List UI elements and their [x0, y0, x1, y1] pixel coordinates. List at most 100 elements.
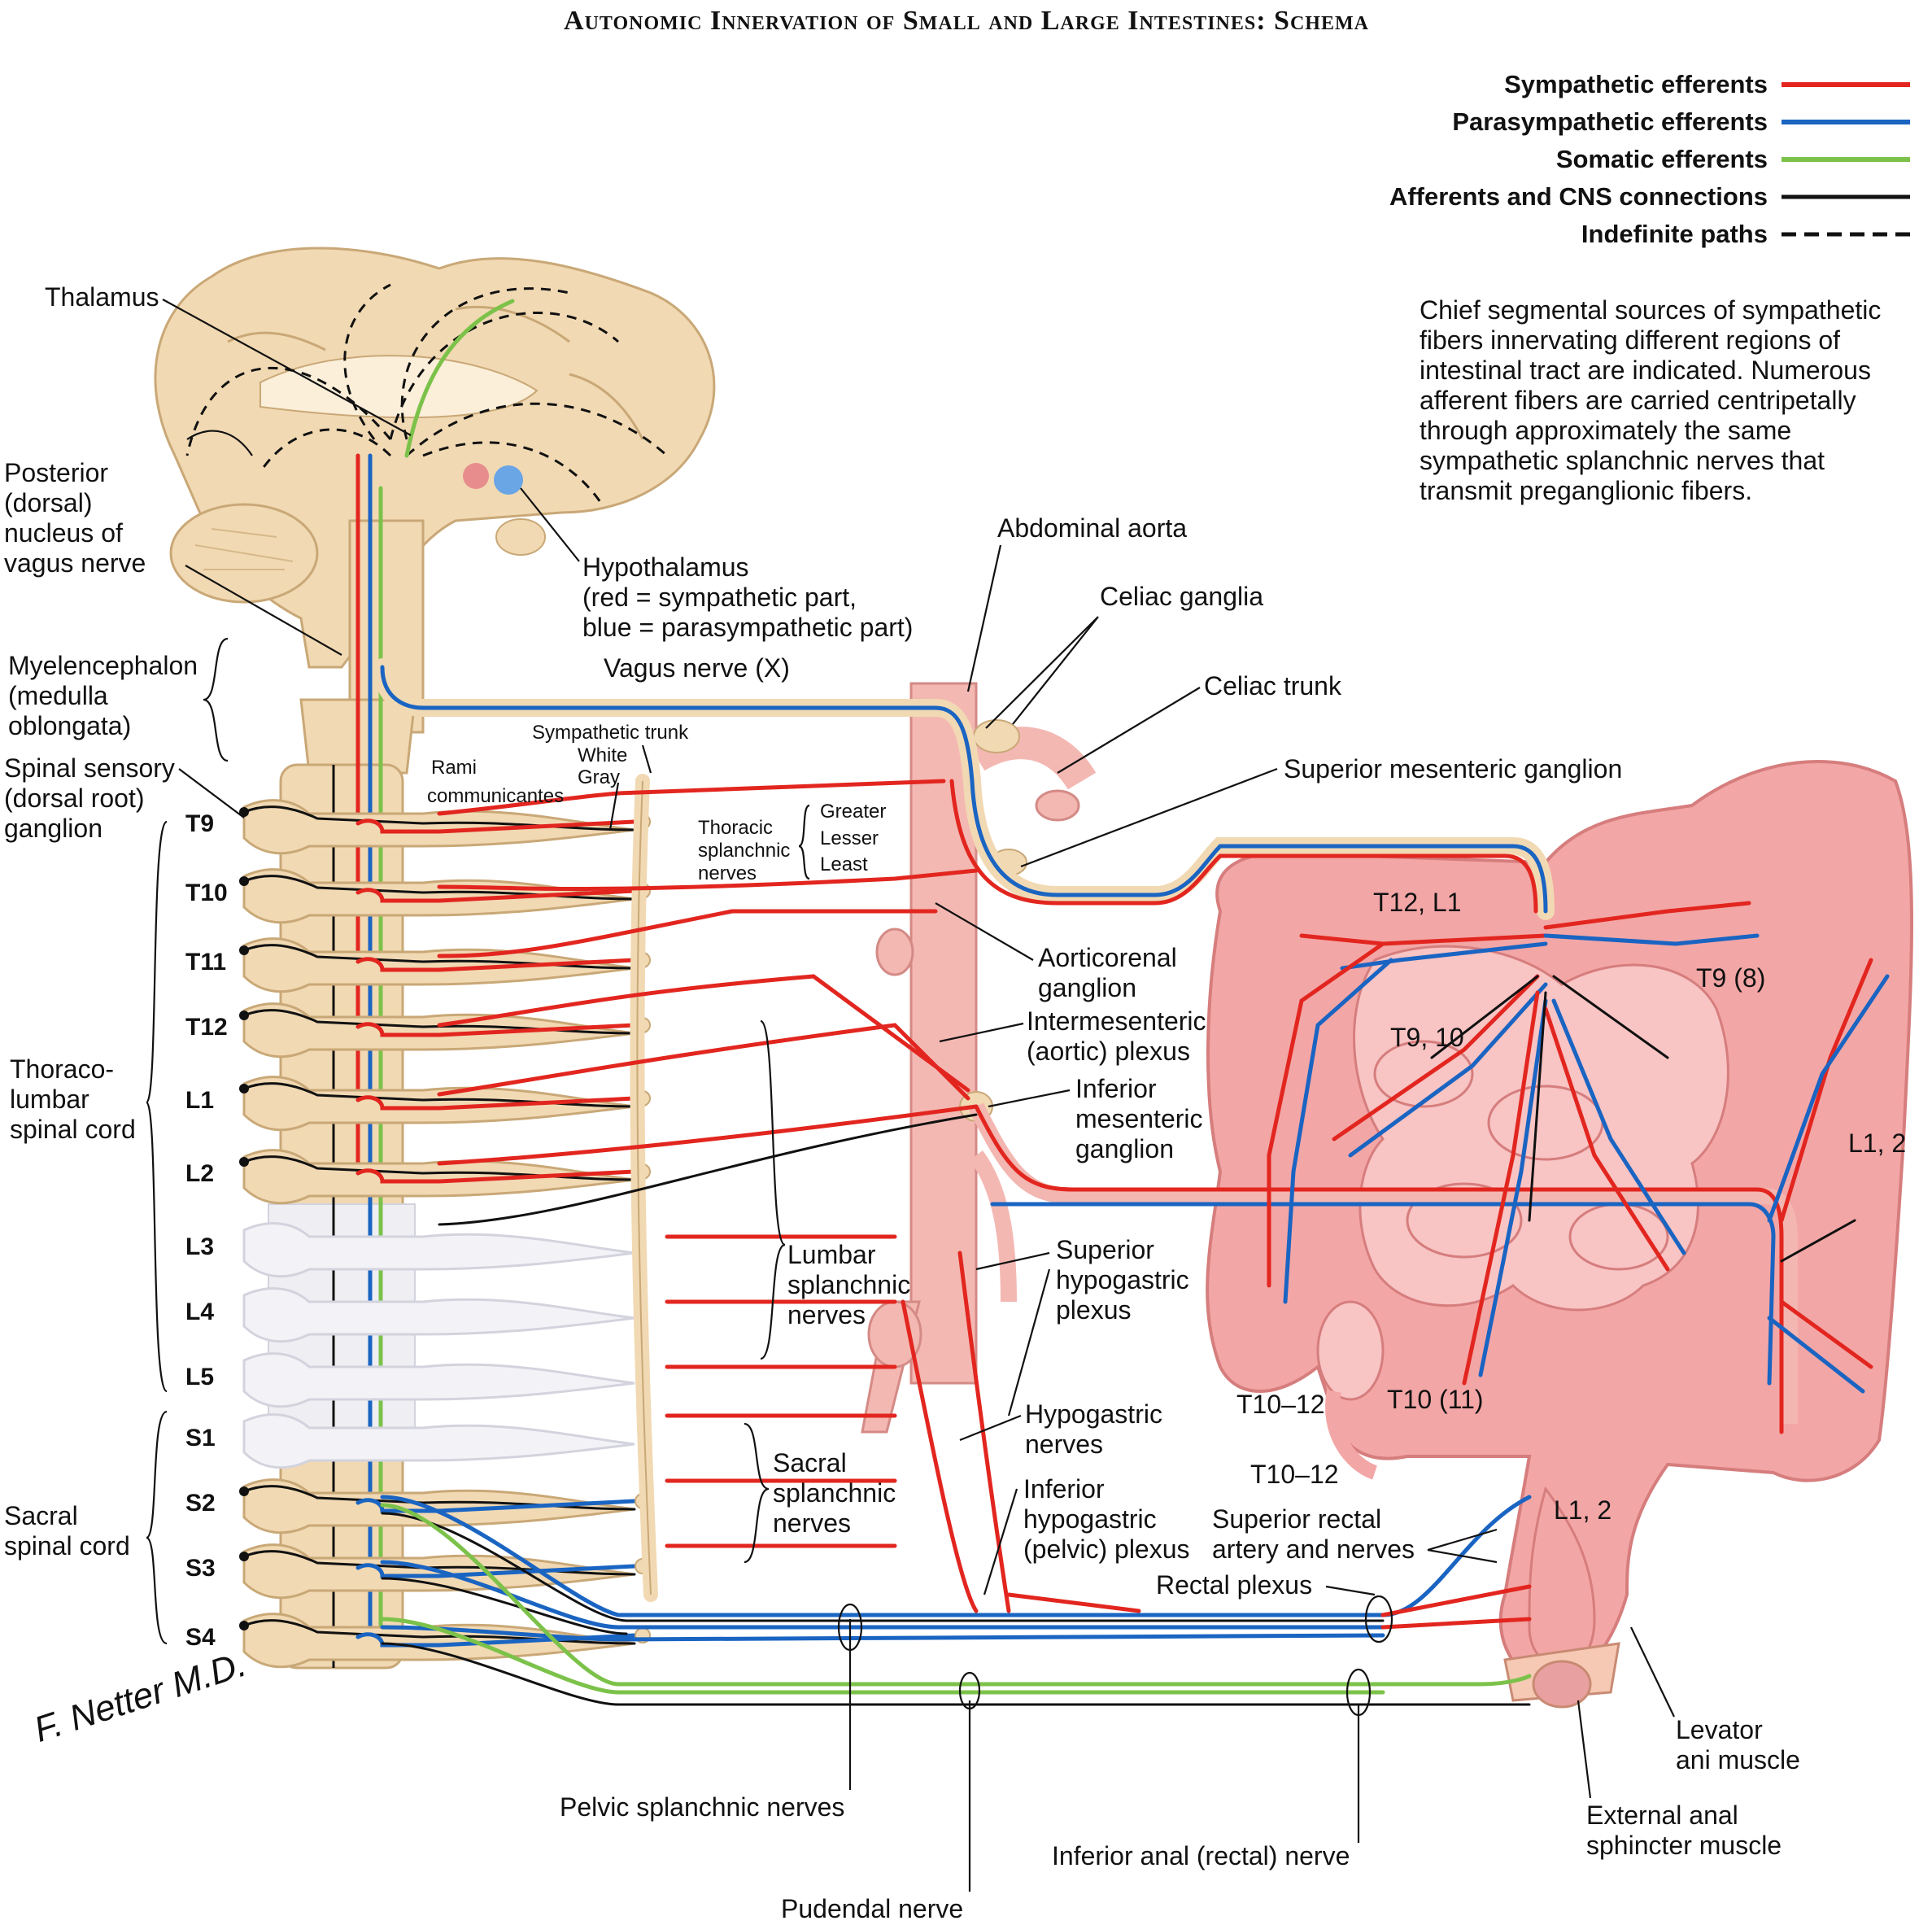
label-lumbar-splanchnic: Lumbar	[787, 1240, 876, 1269]
parasympathetic-efferent-s2	[355, 1498, 637, 1513]
inferior-mesenteric-parasympathetic	[990, 1202, 1776, 1386]
label-lumbar-splanchnic: splanchnic	[787, 1270, 910, 1299]
label-white-ramus: White	[578, 744, 627, 766]
label-superior-hypogastric: Superior	[1056, 1235, 1154, 1264]
left-labels: Thalamus Posterior (dorsal) nucleus of v…	[4, 282, 412, 1645]
label-inferior-hypogastric: hypogastric	[1023, 1504, 1157, 1534]
label-aorticorenal: Aorticorenal	[1038, 943, 1177, 972]
pelvic-splanchnic-parasympathetic	[380, 1495, 1532, 1617]
note-line: Chief segmental sources of sympathetic	[1420, 295, 1881, 325]
sympathetic-efferent-t12	[355, 1022, 637, 1037]
label-thoracic-splanchnic: nerves	[698, 862, 757, 884]
label-spinal-ganglion: (dorsal root)	[4, 784, 145, 813]
artist-signature: F. Netter M.D.	[29, 1644, 251, 1750]
label-posterior-nucleus: Posterior	[4, 458, 108, 487]
label-intermesenteric: (aortic) plexus	[1027, 1037, 1190, 1066]
segment-label-t11: T11	[185, 949, 226, 976]
label-aorticorenal: ganglion	[1038, 973, 1136, 1002]
label-superior-hypogastric: plexus	[1056, 1295, 1132, 1325]
sympathetic-trunk	[630, 774, 658, 1602]
label-thoracolumbar: spinal cord	[10, 1115, 136, 1144]
label-hypothalamus: Hypothalamus	[582, 552, 749, 582]
legend-somatic-label: Somatic efferents	[1556, 145, 1768, 173]
sympathetic-efferent-t11	[355, 957, 637, 972]
label-rectal-plexus: Rectal plexus	[1156, 1570, 1312, 1600]
label-external-anal: External anal	[1586, 1801, 1738, 1830]
label-inferior-mesenteric-ganglion: Inferior	[1075, 1074, 1157, 1103]
label-l1-2-right: L1, 2	[1848, 1128, 1906, 1158]
legend-indefinite-label: Indefinite paths	[1581, 220, 1768, 248]
label-sacral-splanchnic: Sacral	[773, 1448, 847, 1478]
external-anal-sphincter	[1532, 1660, 1592, 1709]
afferent-fiber-s3	[242, 1550, 636, 1576]
label-sacral-splanchnic: nerves	[773, 1508, 851, 1538]
corpus-callosum	[259, 355, 539, 419]
note-line: sympathetic splanchnic nerves that	[1420, 446, 1825, 475]
label-t9-10: T9, 10	[1390, 1023, 1464, 1052]
segment-label-l5: L5	[185, 1364, 214, 1390]
renal-artery-stump	[875, 928, 914, 976]
label-superior-rectal: artery and nerves	[1212, 1534, 1415, 1564]
label-sacral-cord: spinal cord	[4, 1531, 130, 1561]
intestinal-branches	[1267, 901, 1890, 1394]
label-t10-12-a: T10–12	[1236, 1390, 1325, 1419]
legend: Sympathetic efferents Parasympathetic ef…	[1389, 70, 1910, 248]
sympathetic-efferent-l2	[355, 1168, 637, 1184]
inferior-mesenteric-sympathetic	[974, 1104, 1784, 1434]
afferent-fiber-l2	[242, 1155, 636, 1181]
spinal-nerve-l4	[242, 1287, 635, 1343]
label-least: Least	[820, 853, 868, 875]
spinal-nerve-l3	[242, 1222, 635, 1278]
label-inferior-hypogastric: Inferior	[1023, 1474, 1105, 1504]
pudendal-somatic	[380, 1503, 1532, 1687]
somatic-path-brain	[404, 299, 515, 458]
label-hypothalamus: (red = sympathetic part,	[582, 583, 857, 612]
note-line: fibers innervating different regions of	[1420, 325, 1840, 355]
label-posterior-nucleus: nucleus of	[4, 518, 123, 548]
label-vagus-nerve: Vagus nerve (X)	[604, 653, 790, 683]
label-t10-11: T10 (11)	[1387, 1385, 1484, 1414]
label-inferior-mesenteric-ganglion: ganglion	[1075, 1134, 1174, 1163]
explanatory-note: Chief segmental sources of sympathetic f…	[1420, 295, 1881, 505]
diagram-title: Autonomic Innervation of Small and Large…	[564, 6, 1369, 36]
label-pelvic-splanchnic: Pelvic splanchnic nerves	[560, 1792, 844, 1822]
label-superior-mesenteric-ganglion: Superior mesenteric ganglion	[1284, 754, 1622, 784]
segment-label-t9: T9	[185, 810, 214, 837]
label-greater: Greater	[820, 801, 886, 823]
label-celiac-trunk: Celiac trunk	[1204, 671, 1342, 701]
pudendal-ring	[958, 1671, 981, 1710]
segment-label-t12: T12	[185, 1014, 228, 1041]
segment-label-l3: L3	[185, 1233, 214, 1260]
appendix	[1325, 1390, 1378, 1480]
segment-label-s2: S2	[185, 1490, 216, 1517]
label-thoracolumbar: Thoraco-	[10, 1054, 114, 1084]
label-t10-12-b: T10–12	[1250, 1460, 1339, 1489]
segment-label-l1: L1	[185, 1087, 214, 1114]
label-t9-8: T9 (8)	[1696, 963, 1765, 993]
superior-mesenteric-sympathetic	[949, 779, 1538, 914]
afferent-fiber-s2	[242, 1485, 636, 1511]
label-lumbar-splanchnic: nerves	[787, 1300, 866, 1329]
vagus-nerve-parasympathetic	[380, 665, 1548, 914]
sympathetic-efferent-l1	[355, 1095, 637, 1111]
label-celiac-ganglia: Celiac ganglia	[1100, 582, 1263, 611]
label-myelencephalon: Myelencephalon	[8, 651, 198, 680]
note-line: intestinal tract are indicated. Numerous	[1420, 356, 1871, 385]
label-external-anal: sphincter muscle	[1586, 1831, 1782, 1860]
segment-label-l2: L2	[185, 1160, 214, 1187]
segment-label-s4: S4	[185, 1624, 216, 1651]
label-hypogastric-nerves: Hypogastric	[1025, 1399, 1162, 1429]
afferent-fiber-t12	[242, 1009, 636, 1035]
label-levator-ani: ani muscle	[1676, 1745, 1800, 1774]
afferent-fiber-t11	[242, 944, 636, 970]
label-sacral-cord: Sacral	[4, 1501, 78, 1530]
label-superior-hypogastric: hypogastric	[1056, 1265, 1189, 1294]
label-pudendal-nerve: Pudendal nerve	[781, 1894, 963, 1923]
segment-label-s3: S3	[185, 1555, 216, 1582]
afferent-fiber-l1	[242, 1082, 636, 1108]
segment-label-t10: T10	[185, 880, 228, 906]
label-posterior-nucleus: (dorsal)	[4, 488, 92, 517]
spinal-nerve-s1	[242, 1413, 635, 1469]
